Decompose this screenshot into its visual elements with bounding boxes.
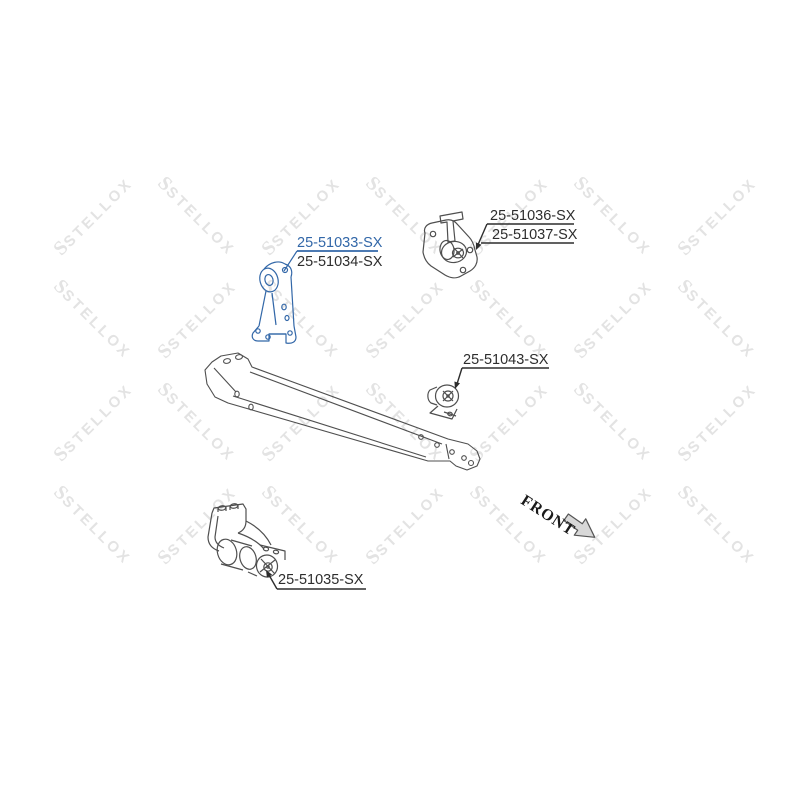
part-mount-25-51043	[427, 384, 460, 420]
leader-arrowhead	[454, 381, 460, 389]
part-number-25-51036: 25-51036-SX	[490, 208, 576, 224]
leader-line-25-51036	[475, 223, 574, 250]
leader-line-25-51035	[266, 570, 366, 590]
front-arrow-icon	[563, 513, 596, 538]
part-number-25-51043: 25-51043-SX	[463, 352, 549, 368]
part-number-25-51035: 25-51035-SX	[278, 572, 364, 588]
part-engine-mount-25-51033	[251, 261, 297, 344]
part-number-link-25-51033[interactable]: 25-51033-SX	[297, 235, 383, 251]
part-number-25-51034: 25-51034-SX	[297, 254, 383, 270]
leader-arrowhead	[475, 242, 482, 250]
part-number-25-51037: 25-51037-SX	[492, 227, 578, 243]
part-crossmember	[204, 352, 481, 471]
part-mount-25-51035	[207, 503, 286, 578]
leader-arrowhead	[266, 570, 273, 578]
leader-line-25-51043	[454, 367, 549, 389]
part-mount-25-51036	[422, 211, 478, 279]
leader-line-25-51033	[283, 250, 378, 272]
